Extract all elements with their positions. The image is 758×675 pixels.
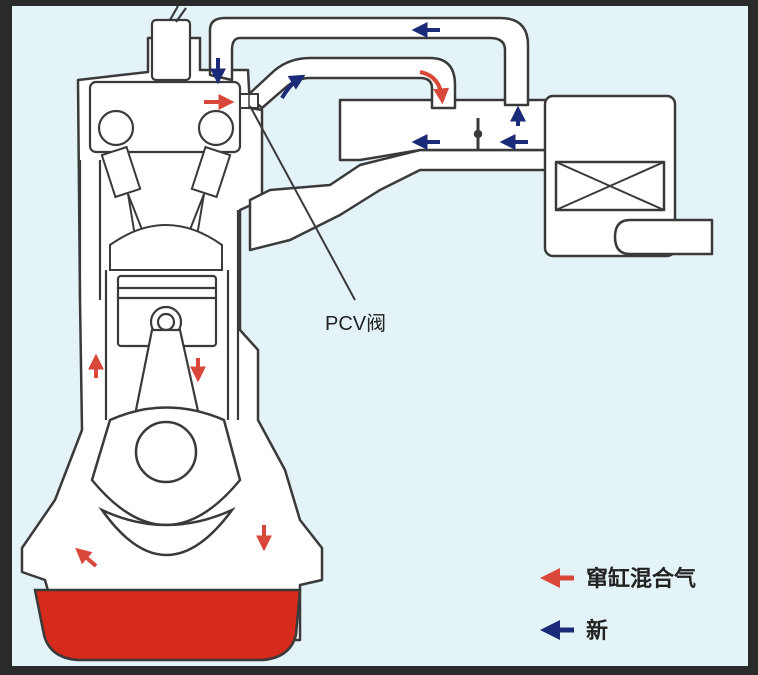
intake-cam [97,109,135,147]
exhaust-valve-spring [190,145,232,199]
fresh-air-arrows [210,22,528,150]
legend-label-blowby: 窜缸混合气 [586,566,696,591]
cylinder-bore [104,270,230,420]
air-inlet-duct [613,218,714,256]
intake-valve-spring [100,145,142,199]
oil-filler-cap [150,18,192,82]
legend: 窜缸混合气 新 [540,566,696,643]
blowby-arrow [419,70,450,105]
blowby-passage [78,160,240,420]
combustion-chamber [109,224,223,271]
legend-item-blowby: 窜缸混合气 [540,566,696,591]
legend-item-fresh-air: 新 [540,618,608,643]
oil-pan [33,588,302,662]
breather-neck [169,5,187,23]
crank-pin [134,420,198,484]
counterweight [98,506,236,557]
crankshaft [90,406,242,557]
cylinder-head [88,5,242,154]
breather-hose-upper [208,16,530,107]
pcv-valve [239,93,259,109]
pcv-valve-label: PCV阀 [325,312,386,335]
exhaust-cam [197,109,235,147]
pcv-leader-line [249,105,356,301]
legend-label-fresh-air: 新 [586,618,608,643]
fresh-air-arrow [280,74,306,100]
intake-system [208,16,714,258]
blowby-arrows [75,70,450,568]
blowby-arrow [75,547,98,568]
